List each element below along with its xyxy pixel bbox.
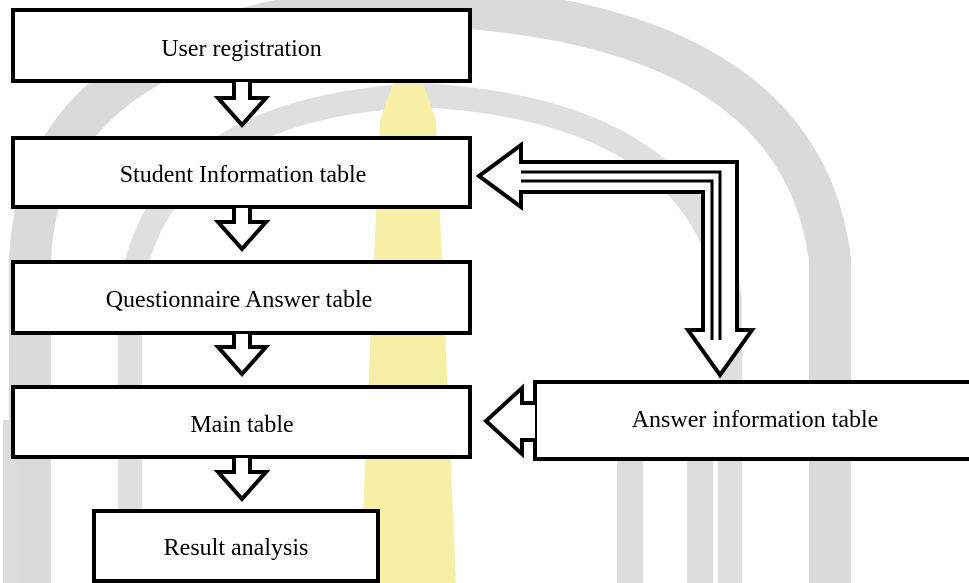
- box-result-analysis-label: Result analysis: [164, 535, 309, 561]
- box-main-table: Main table: [11, 385, 472, 459]
- down-arrow-1: [213, 82, 271, 129]
- box-user-registration-label: User registration: [161, 36, 322, 62]
- box-main-table-label: Main table: [190, 412, 293, 438]
- box-user-registration: User registration: [11, 8, 472, 83]
- box-student-information-table: Student Information table: [11, 136, 472, 209]
- down-arrow-3: [213, 334, 271, 378]
- box-answer-information-table: Answer information table: [533, 380, 969, 461]
- box-questionnaire-answer-table: Questionnaire Answer table: [11, 260, 472, 335]
- down-arrow-4: [213, 458, 271, 503]
- box-questionnaire-answer-table-label: Questionnaire Answer table: [106, 287, 373, 313]
- box-answer-information-table-label: Answer information table: [632, 407, 879, 433]
- down-arrow-2: [213, 208, 271, 253]
- bidirectional-elbow-arrow: [475, 141, 756, 379]
- box-result-analysis: Result analysis: [92, 509, 380, 583]
- left-arrow-to-main-table: [483, 383, 535, 459]
- box-student-information-table-label: Student Information table: [120, 162, 367, 188]
